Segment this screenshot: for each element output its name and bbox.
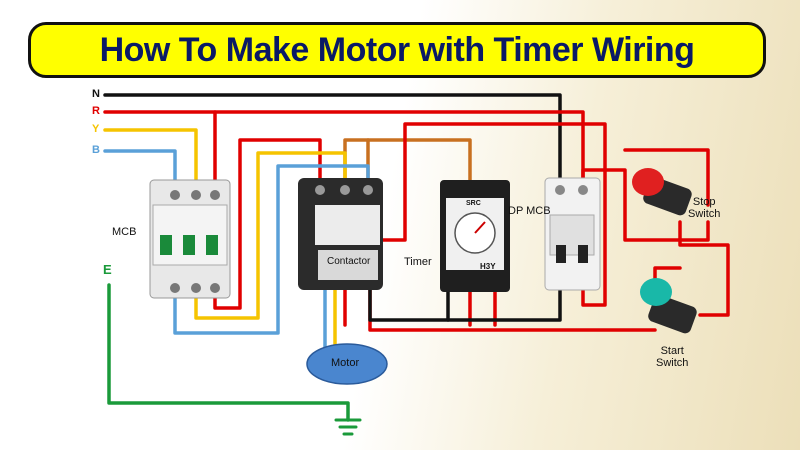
label-y: Y [92,123,100,135]
label-e: E [103,262,112,277]
dp-mcb-device [544,177,601,291]
mcb-out-blue [173,164,370,335]
stop-to-start [678,220,730,317]
earth-wire [107,283,350,422]
label-motor: Motor [331,357,360,369]
start-switch-device [640,278,697,334]
mcb-device [149,179,231,299]
label-start-switch: Start Switch [656,345,689,369]
label-n: N [92,88,100,100]
mcb-out-red [213,138,322,310]
contactor-out-red [368,283,657,332]
yellow-phase-wire [103,128,198,187]
label-b: B [92,144,100,156]
mcb-to-stop [581,168,710,242]
label-timer: Timer [404,256,432,268]
title-banner: How To Make Motor with Timer Wiring [28,22,766,78]
label-r: R [92,105,100,117]
diagram-title: How To Make Motor with Timer Wiring [99,30,695,69]
motor-shape [306,343,388,385]
label-stop-switch: Stop Switch [688,196,721,220]
label-dp-mcb: DP MCB [508,205,551,217]
timer-brand-mark: SRC [466,200,481,207]
timer-device [440,180,510,292]
stop-switch-wire [623,148,710,207]
timer-model-mark: H3Y [480,262,496,271]
blue-phase-wire [103,149,177,187]
red-phase-wire [103,110,585,187]
stop-switch-device [632,168,692,216]
black-return [368,283,562,322]
contactor-device [298,178,383,290]
earth-symbol [334,418,362,436]
label-mcb: MCB [112,226,137,238]
label-contactor: Contactor [327,256,371,267]
mcb-out-yellow [194,151,347,320]
control-wire-top [340,122,607,307]
neutral-wire [103,93,562,187]
